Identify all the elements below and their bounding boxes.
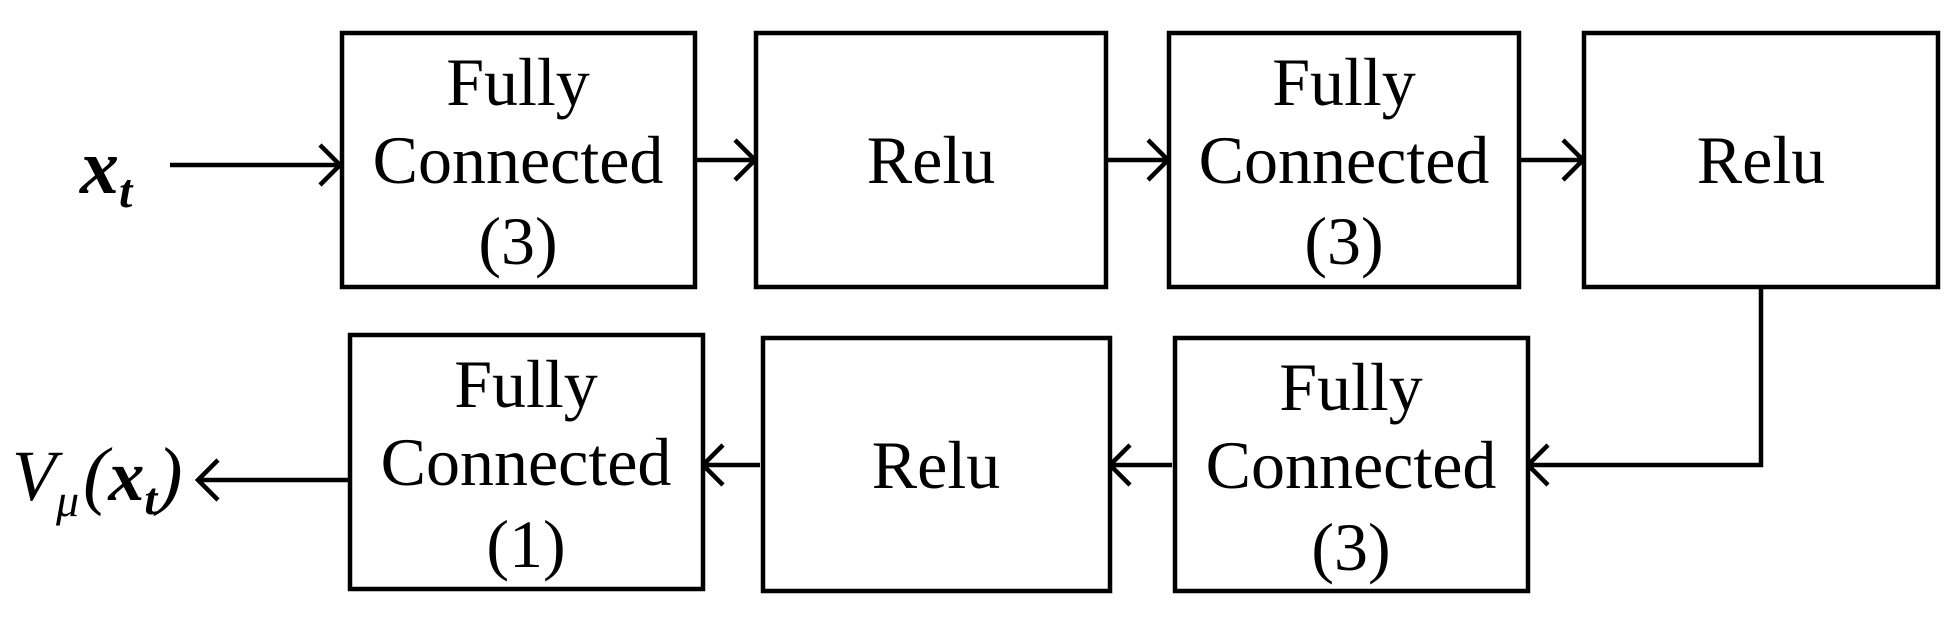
block-label-line: Relu bbox=[872, 427, 1000, 503]
input-symbol: x bbox=[79, 123, 119, 210]
block-relu-1: Relu bbox=[753, 30, 1109, 290]
output-symbol: V bbox=[12, 436, 63, 516]
block-label-line: Fully bbox=[454, 346, 598, 422]
block-frame bbox=[1166, 30, 1522, 290]
block-label-line: Fully bbox=[1272, 44, 1416, 120]
output-subscript: μ bbox=[55, 475, 79, 526]
block-fully-connected-1: Fully Connected (3) bbox=[339, 30, 698, 290]
block-fully-connected-4: Fully Connected (1) bbox=[347, 332, 706, 592]
arrow-block-4-to-block-5 bbox=[1530, 289, 1764, 468]
output-open-paren: ( bbox=[83, 433, 113, 517]
block-label-line: (3) bbox=[478, 203, 557, 279]
output-close-paren: ) bbox=[153, 433, 182, 517]
input-label: xt bbox=[79, 123, 134, 218]
block-label-line: Connected bbox=[1199, 122, 1490, 198]
block-frame bbox=[347, 332, 706, 592]
block-relu-2: Relu bbox=[1581, 30, 1941, 290]
block-label-line: (3) bbox=[1311, 509, 1390, 585]
block-label-line: Relu bbox=[867, 122, 995, 198]
block-frame bbox=[1172, 335, 1531, 594]
output-label: Vμ(xt) bbox=[12, 433, 182, 526]
input-subscript: t bbox=[119, 165, 134, 218]
block-label-line: Connected bbox=[1206, 427, 1497, 503]
block-label-line: Fully bbox=[446, 44, 590, 120]
block-fully-connected-2: Fully Connected (3) bbox=[1166, 30, 1522, 290]
block-frame bbox=[753, 30, 1109, 290]
block-label-line: Relu bbox=[1697, 122, 1825, 198]
block-label-line: Connected bbox=[373, 122, 664, 198]
block-label-line: (1) bbox=[486, 506, 565, 582]
block-frame bbox=[760, 335, 1113, 594]
output-argument: x bbox=[107, 436, 144, 516]
block-frame bbox=[339, 30, 698, 290]
block-label-line: Fully bbox=[1279, 349, 1423, 425]
output-argument-subscript: t bbox=[144, 473, 158, 524]
arrow-head-output bbox=[194, 458, 220, 502]
block-label-line: (3) bbox=[1304, 203, 1383, 279]
block-frame bbox=[1581, 30, 1941, 290]
block-relu-3: Relu bbox=[760, 335, 1113, 594]
block-label-line: Connected bbox=[381, 424, 672, 500]
block-fully-connected-3: Fully Connected (3) bbox=[1172, 335, 1531, 594]
